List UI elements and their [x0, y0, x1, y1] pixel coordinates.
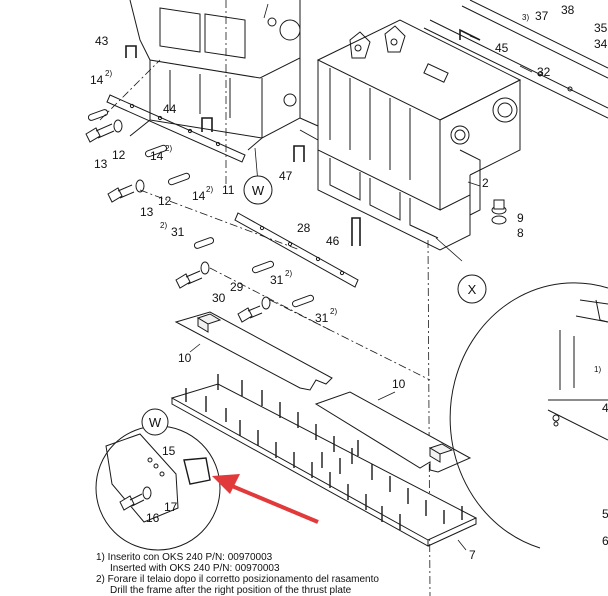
callout-13-a: 13: [94, 157, 108, 171]
u-brackets: [125, 28, 481, 246]
footnotes: 1) Inserito con OKS 240 P/N: 00970003 In…: [96, 552, 426, 596]
base-plate-7: [170, 383, 478, 547]
callout-16: 16: [146, 511, 160, 525]
callout-5: 5: [602, 507, 608, 521]
w-top-label: W: [252, 183, 265, 198]
callout-1-note: 1): [594, 365, 601, 374]
callout-10-a: 10: [178, 351, 192, 365]
callout-11: 11: [222, 183, 235, 197]
callout-17: 17: [164, 500, 178, 514]
badge-x: [457, 274, 487, 304]
base-plate-studs: [185, 374, 463, 530]
w-circle-label: W: [149, 415, 162, 430]
callout-35: 35: [594, 21, 608, 35]
callout-14-c: 14: [192, 189, 206, 203]
bolts-washers: [85, 119, 507, 323]
detail-w-circle: [95, 425, 221, 551]
note-1-it: 1) Inserito con OKS 240 P/N: 00970003: [96, 552, 273, 563]
callout-6: 6: [602, 534, 608, 548]
red-arrow: [212, 474, 319, 524]
callout-31-a-note: 2): [160, 221, 167, 230]
callout-14-b-note: 2): [165, 144, 172, 153]
centerlines: [99, 0, 431, 596]
callout-8: 8: [517, 226, 524, 240]
left-frame: [129, 0, 301, 151]
x-label: X: [468, 282, 477, 297]
detail-badge-text: W W X: [149, 183, 477, 430]
callout-12-b: 12: [158, 194, 172, 208]
callout-14-a: 14: [90, 73, 104, 87]
callout-4: 4: [602, 401, 608, 415]
callout-34: 34: [594, 37, 608, 51]
thrust-plate-11: [106, 94, 246, 163]
callout-29: 29: [230, 280, 244, 294]
callout-9: 9: [517, 211, 524, 225]
callout-31-c-note: 2): [330, 307, 337, 316]
thrust-plate-28: [234, 212, 359, 288]
note-2-it: 2) Forare il telaio dopo il corretto pos…: [96, 574, 379, 585]
callout-32: 32: [537, 65, 551, 79]
callout-31-b: 31: [270, 273, 284, 287]
badge-w-top: [243, 175, 273, 205]
callout-38: 38: [561, 3, 575, 17]
callout-43: 43: [95, 34, 109, 48]
callout-37: 37: [535, 9, 549, 23]
detail-x-circle: [449, 282, 608, 549]
callout-10-b: 10: [392, 377, 406, 391]
dowel-pins: [87, 109, 315, 308]
callout-2: 2: [482, 176, 489, 190]
callout-15: 15: [162, 444, 176, 458]
callout-31-c: 31: [315, 311, 329, 325]
callout-45: 45: [495, 41, 509, 55]
callout-28: 28: [297, 221, 311, 235]
note-2-en: Drill the frame after the right position…: [110, 585, 352, 596]
callout-31-a: 31: [171, 225, 185, 239]
callout-12-a: 12: [112, 148, 126, 162]
pad-10-left: [174, 311, 333, 391]
callout-14-c-note: 2): [206, 185, 213, 194]
callout-14-a-note: 2): [105, 69, 112, 78]
callout-30: 30: [212, 291, 226, 305]
note-1-en: Inserted with OKS 240 P/N: 00970003: [110, 563, 280, 574]
callout-47: 47: [279, 169, 293, 183]
main-frame: [299, 19, 522, 251]
callout-37-note: 3): [522, 13, 529, 22]
pad-10-right: [314, 391, 472, 473]
callout-labels: 43 14 2) 44 13 12 14 2) 11 14 2) 13 12 4…: [90, 3, 608, 562]
top-right-rails: [423, 0, 608, 119]
detail-badges: [141, 175, 487, 436]
badge-w-circle: [141, 408, 169, 436]
callout-13-b: 13: [140, 205, 154, 219]
callout-31-b-note: 2): [285, 269, 292, 278]
callout-46: 46: [326, 234, 340, 248]
callout-44: 44: [163, 102, 177, 116]
callout-7: 7: [469, 548, 476, 562]
callout-14-b: 14: [150, 149, 164, 163]
